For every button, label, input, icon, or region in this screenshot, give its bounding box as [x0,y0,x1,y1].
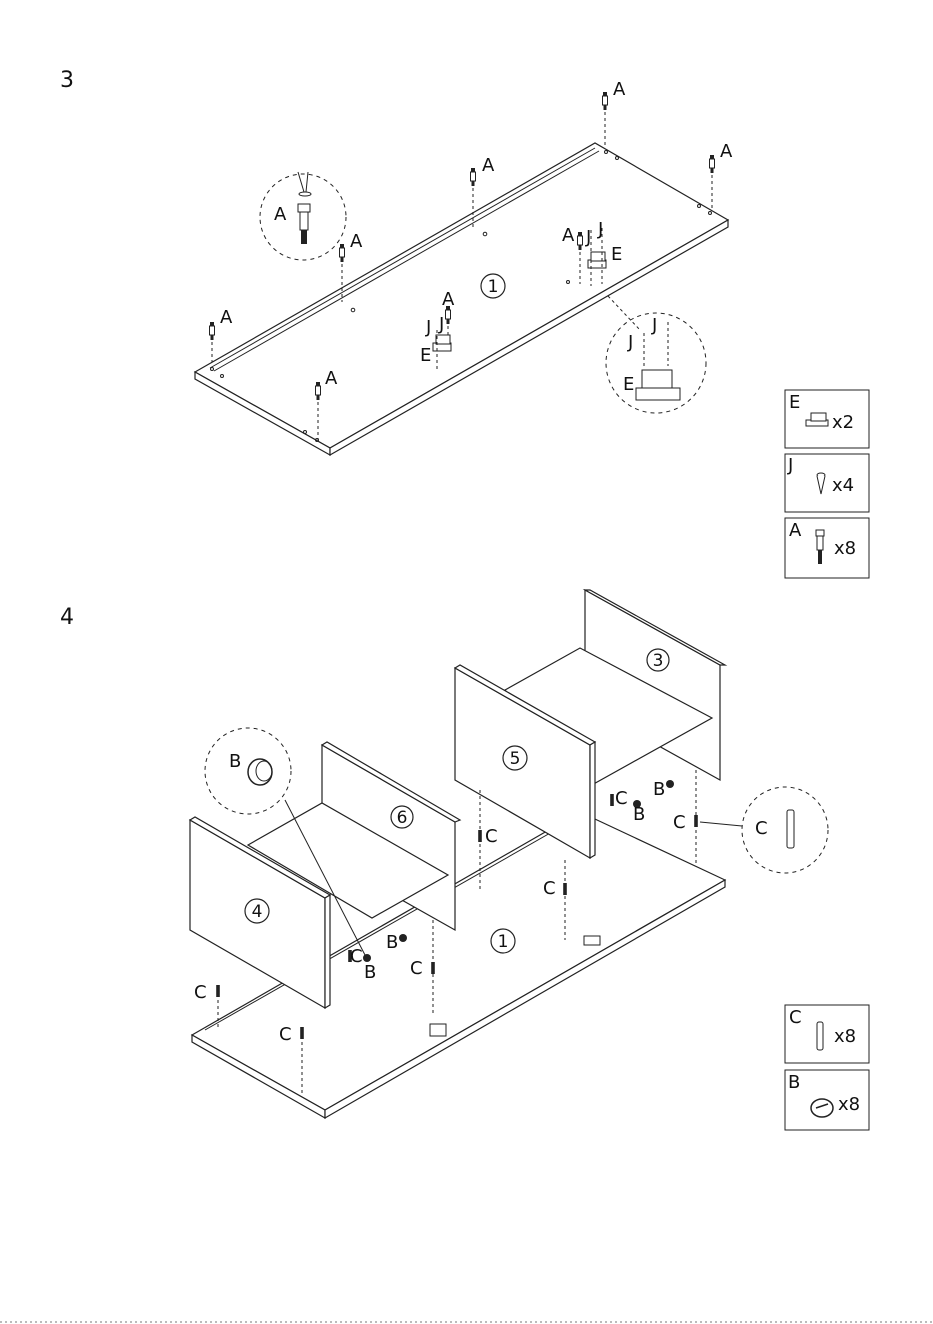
svg-text:C: C [543,878,556,899]
panel-5-label: 5 [510,749,521,769]
part-j-label: J [597,219,603,240]
magnet-catch-base [430,1024,446,1036]
svg-text:B: B [633,804,645,825]
step-4-number: 4 [60,605,74,630]
panel-1-label: 1 [488,277,499,297]
part-a-label: A [325,368,338,389]
svg-text:A: A [789,520,802,541]
svg-text:C: C [755,818,768,839]
svg-text:C: C [410,958,423,979]
svg-text:C: C [350,946,363,967]
part-j-label: J [651,315,657,336]
dowel-icon [817,1022,823,1050]
hardware-box-j: J x4 [785,454,869,512]
step-3-number: 3 [60,68,74,93]
part-a-label: A [350,231,363,252]
part-a-label: A [720,141,733,162]
panel-1-board [195,143,728,455]
qty-b: x8 [838,1094,860,1115]
hardware-box-e: E x2 [785,390,869,448]
cam-lock-icon [811,1099,833,1117]
svg-text:B: B [653,779,665,800]
part-a-label: A [274,204,287,225]
part-a-label: A [220,307,233,328]
qty-e: x2 [832,412,854,433]
svg-text:C: C [789,1007,802,1028]
svg-text:B: B [229,751,241,772]
hardware-box-c: C x8 [785,1005,869,1063]
part-e-label: E [623,374,634,395]
svg-text:C: C [279,1024,292,1045]
part-e-label: E [420,345,431,366]
panel-4-label: 4 [252,902,263,922]
detail-magnet-catch: J J E [606,296,706,413]
svg-text:B: B [364,962,376,983]
svg-text:B: B [788,1072,800,1093]
part-a-label: A [442,289,455,310]
part-j-label: J [585,227,591,248]
part-j-label: J [438,314,444,335]
detail-cam-bolt: A [260,172,346,260]
magnet-catch-base [584,936,600,945]
detail-dowel: C [700,787,828,873]
panel-1-label-step4: 1 [498,932,509,952]
svg-text:C: C [615,788,628,809]
svg-text:C: C [673,812,686,833]
part-j-label: J [425,317,431,338]
part-a-label: A [482,155,495,176]
svg-text:C: C [485,826,498,847]
qty-a: x8 [834,538,856,559]
panel-6-label: 6 [397,808,408,828]
svg-text:E: E [789,392,800,413]
qty-c: x8 [834,1026,856,1047]
hardware-box-a: A x8 [785,518,869,578]
svg-text:C: C [194,982,207,1003]
part-e-label: E [611,244,622,265]
part-a-label: A [562,225,575,246]
svg-text:J: J [787,455,793,476]
hardware-box-b: B x8 [785,1070,869,1130]
qty-j: x4 [832,475,854,496]
part-a-label: A [613,79,626,100]
panel-3-label: 3 [653,651,664,671]
svg-text:B: B [386,932,398,953]
part-j-label: J [627,332,633,353]
